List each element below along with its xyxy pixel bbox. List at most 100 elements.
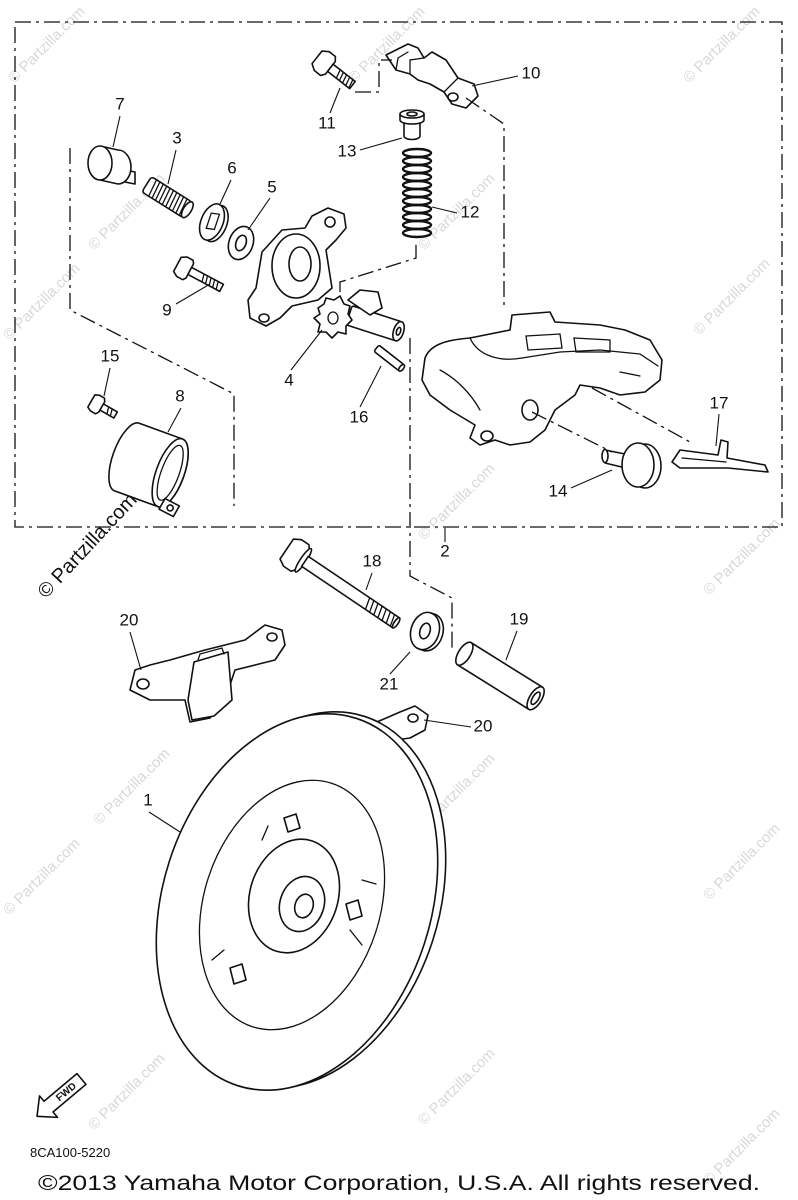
part-8-cover-shape: [166, 504, 174, 512]
part-19-collar: [455, 641, 545, 711]
part-8-cover-shape: [151, 437, 189, 508]
watermark-text: © Partzilla.com: [680, 3, 763, 86]
assembly-lines: [69, 59, 691, 650]
part-14-pad-pin-shape: [621, 442, 655, 488]
leader-lines-shape: [389, 651, 411, 675]
caliper-housing-shape: [288, 246, 312, 282]
callout-labels: 10 11 13 12 7 3 6 5 9 4 15 8 16 17 14 2 …: [101, 63, 729, 809]
callout-19: 19: [510, 609, 529, 628]
part-5-washer-shape: [234, 234, 248, 252]
assembly-lines-shape: [409, 338, 453, 650]
callout-11: 11: [318, 113, 336, 132]
part-3-adjuster-screw-shape: [180, 200, 195, 219]
leader-lines-shape: [570, 469, 613, 489]
part-12-spring-shape: [401, 227, 433, 239]
caliper-body-shape: [521, 399, 539, 421]
part-4-cam-shaft-shape: [347, 289, 383, 316]
part-19-collar-shape: [530, 691, 541, 706]
part-6-plate-shape: [205, 212, 221, 231]
caliper-housing: [247, 207, 347, 327]
leader-lines-shape: [148, 811, 181, 833]
part-15-screw-shape: [99, 403, 119, 419]
leader-lines-shape: [129, 631, 142, 671]
part-13-cap-shape: [406, 111, 418, 117]
part-8-cover-shape: [156, 444, 184, 501]
leader-lines-shape: [359, 137, 403, 151]
leader-lines-shape: [167, 407, 182, 433]
callout-18: 18: [363, 551, 382, 570]
caliper-body: [421, 311, 663, 446]
callout-20-right: 20: [474, 716, 493, 735]
leader-lines-shape: [103, 367, 111, 397]
diagram-code: 8CA100-5220: [30, 1145, 110, 1160]
assembly-lines-shape: [339, 244, 417, 292]
part-1-brake-disc-shape: [293, 893, 315, 919]
part-12-spring: [401, 147, 433, 239]
leader-lines-shape: [329, 87, 341, 114]
assembly-lines-shape: [591, 387, 691, 443]
watermark-text: © Partzilla.com: [5, 3, 88, 86]
callout-10: 10: [522, 63, 541, 82]
caliper-body-shape: [439, 369, 641, 411]
assembly-lines-shape: [355, 59, 392, 93]
part-15-screw-shape: [106, 406, 113, 417]
part-1-brake-disc-shape: [229, 963, 247, 985]
callout-1: 1: [143, 790, 152, 809]
watermark-text: © Partzilla.com: [85, 1050, 168, 1133]
part-17-pad-spring: [671, 439, 769, 473]
part-11-bolt-shape: [311, 50, 337, 77]
part-20-brake-pad-left-shape: [266, 632, 278, 642]
part-13-cap: [399, 109, 425, 141]
callout-8: 8: [175, 386, 184, 405]
leader-lines-shape: [505, 630, 518, 661]
part-9-bolt-shape: [187, 266, 225, 293]
part-14-pad-pin-shape: [601, 448, 609, 464]
part-18-bolt-shape: [364, 597, 396, 627]
part-20-brake-pad-right-shape: [407, 713, 419, 723]
watermark-text-bold: © Partzilla.com: [34, 489, 142, 603]
part-11-bolt-shape: [335, 69, 354, 89]
part-10-bracket-shape: [395, 51, 459, 93]
assembly-lines-shape: [465, 97, 505, 308]
caliper-housing-shape: [258, 313, 270, 323]
part-4-cam-shaft-shape: [345, 305, 406, 342]
callout-3: 3: [172, 128, 181, 147]
part-4-cam-shaft-shape: [327, 311, 339, 325]
forward-arrow-icon-shape: [36, 1072, 87, 1119]
copyright-notice: ©2013 Yamaha Motor Corporation, U.S.A. A…: [38, 1172, 760, 1195]
part-15-screw: [87, 394, 119, 419]
leader-lines-shape: [219, 179, 232, 205]
callout-21: 21: [380, 674, 399, 693]
leader-lines-shape: [471, 75, 519, 87]
part-7-adjuster-knob: [87, 145, 136, 185]
part-1-brake-disc-shape: [283, 813, 301, 833]
callout-7: 7: [115, 94, 124, 113]
part-13-cap-shape: [403, 119, 421, 141]
watermark-text: © Partzilla.com: [0, 260, 83, 343]
watermark-text: © Partzilla.com: [415, 460, 498, 543]
callout-5: 5: [267, 177, 276, 196]
watermark-text: © Partzilla.com: [90, 745, 173, 828]
part-20-brake-pad-left-shape: [197, 647, 225, 661]
part-20-brake-pad-left-shape: [136, 678, 150, 690]
callout-12: 12: [461, 202, 480, 221]
caliper-housing-shape: [324, 216, 336, 228]
part-4-cam-shaft-shape-shape: [395, 326, 402, 336]
part-21-washer-shape: [418, 622, 432, 640]
callout-6: 6: [227, 158, 236, 177]
leader-lines-shape: [423, 719, 472, 728]
part-1-brake-disc: [155, 711, 447, 1091]
part-9-bolt-shape: [201, 273, 219, 291]
callout-13: 13: [338, 141, 357, 160]
part-19-collar-shape: [455, 641, 474, 667]
part-1-brake-disc-shape: [211, 825, 377, 961]
part-9-bolt: [172, 256, 225, 293]
caliper-body-shape: [480, 430, 494, 442]
forward-arrow-icon: FWD: [36, 1072, 87, 1119]
leader-lines-shape: [365, 572, 373, 591]
part-3-adjuster-screw-shape: [148, 179, 188, 216]
part-21-washer: [409, 611, 445, 652]
callout-17: 17: [710, 393, 729, 412]
part-1-brake-disc-shape: [198, 779, 386, 1031]
